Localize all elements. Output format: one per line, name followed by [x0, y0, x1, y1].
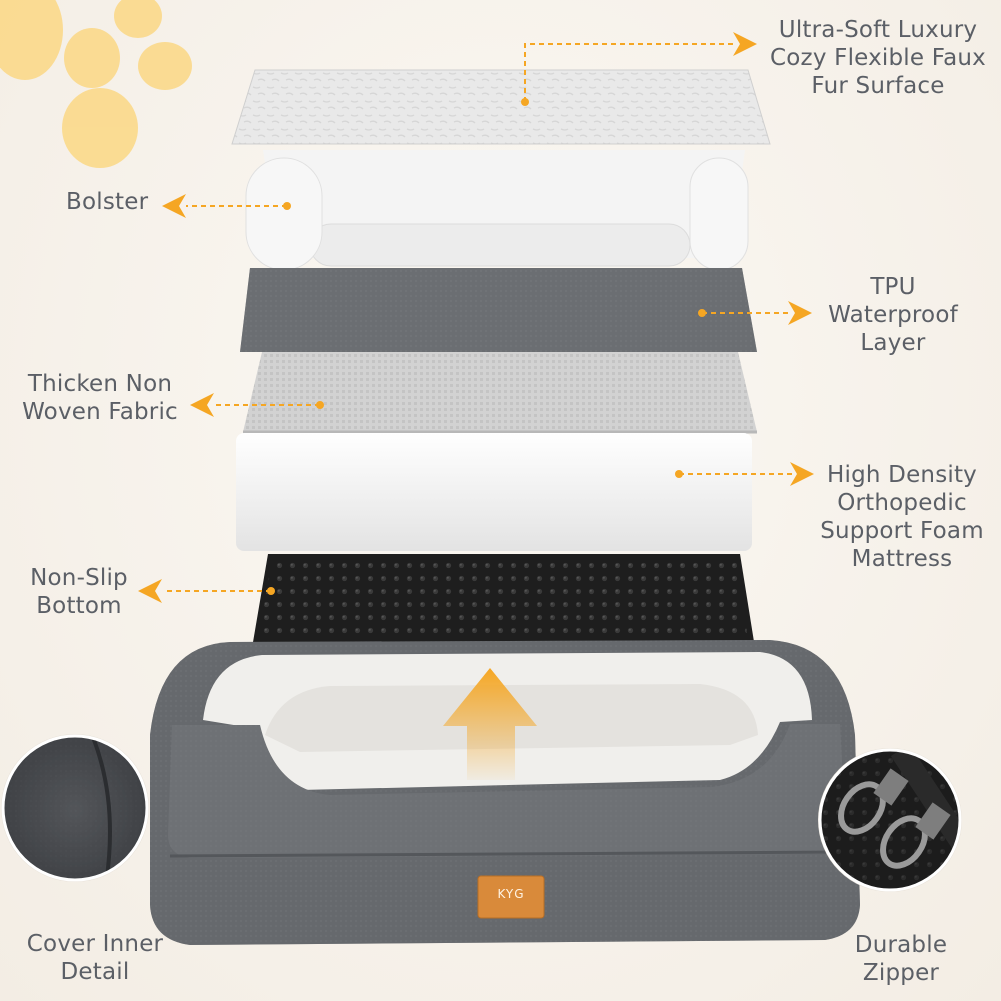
label-non-slip: Non-Slip Bottom: [14, 564, 144, 620]
arrow-left-icon: [190, 393, 214, 417]
arrow-left-icon: [162, 194, 186, 218]
paw-icon: [0, 0, 192, 168]
label-line: Bottom: [36, 593, 122, 619]
label-line: Non-Slip: [30, 565, 128, 591]
label-line: Bolster: [66, 189, 149, 215]
label-faux-fur: Ultra-Soft Luxury Cozy Flexible Faux Fur…: [760, 16, 996, 100]
label-line: Layer: [860, 330, 926, 356]
label-bolster: Bolster: [66, 188, 148, 216]
label-line: Support Foam: [820, 518, 984, 544]
label-line: Durable: [854, 932, 948, 958]
arrow-left-icon: [138, 579, 162, 603]
label-line: Waterproof: [828, 302, 958, 328]
label-cover-inner: Cover Inner Detail: [20, 930, 170, 986]
label-line: TPU: [870, 274, 916, 300]
tpu-waterproof-layer: [240, 268, 757, 352]
non-woven-fabric-layer: [243, 352, 757, 434]
label-line: High Density: [826, 462, 977, 488]
label-tpu: TPU Waterproof Layer: [818, 273, 968, 357]
bolster-layer: [245, 150, 749, 271]
label-line: Ultra-Soft Luxury: [778, 17, 978, 43]
label-zipper: Durable Zipper: [836, 931, 966, 987]
label-line: Mattress: [851, 546, 953, 572]
label-foam: High Density Orthopedic Support Foam Mat…: [806, 461, 998, 573]
arrow-right-icon: [788, 301, 812, 325]
faux-fur-surface-layer: [231, 69, 771, 145]
label-line: Woven Fabric: [22, 399, 178, 425]
label-line: Cover Inner: [26, 931, 164, 957]
non-slip-bottom-layer: [252, 554, 755, 648]
logo-text: KYG: [497, 887, 525, 901]
label-line: Orthopedic: [837, 490, 967, 516]
label-line: Fur Surface: [811, 73, 945, 99]
arrow-right-icon: [790, 462, 814, 486]
foam-mattress-layer: [236, 433, 752, 551]
label-non-woven: Thicken Non Woven Fabric: [10, 370, 190, 426]
label-line: Cozy Flexible Faux: [770, 45, 986, 71]
label-line: Zipper: [862, 960, 940, 986]
arrow-right-icon: [733, 32, 757, 56]
label-line: Detail: [60, 959, 130, 985]
logo-patch: [477, 875, 545, 919]
zipper-detail-circle: [818, 748, 962, 892]
label-line: Thicken Non: [27, 371, 173, 397]
cover-inner-detail-circle: [1, 734, 149, 882]
leader-faux-fur: [524, 43, 735, 102]
arrow-up-icon: [443, 668, 537, 780]
